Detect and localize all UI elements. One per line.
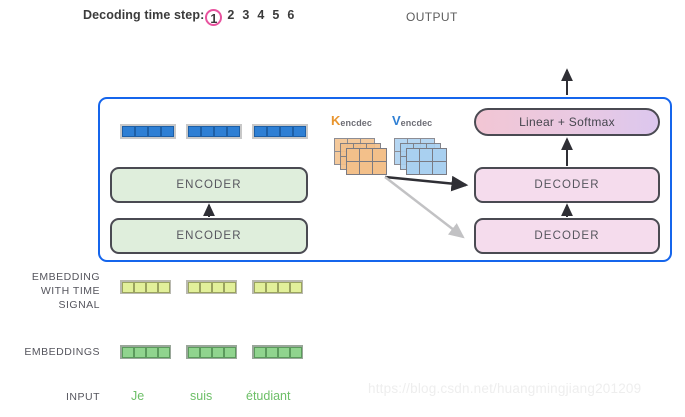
embedding-tokens-3 — [252, 345, 303, 359]
decoder-top-label: DECODER — [534, 179, 600, 191]
token-cell — [157, 346, 170, 358]
input-label: INPUT — [66, 391, 100, 403]
output-label: OUTPUT — [406, 10, 458, 24]
token-cell — [199, 346, 212, 358]
token-cell — [214, 126, 227, 137]
token-cell — [188, 126, 201, 137]
decoding-step-6: 6 — [287, 8, 295, 22]
token-cell — [133, 281, 146, 293]
token-cell — [148, 126, 161, 137]
embedding-tokens-2 — [186, 345, 237, 359]
token-cell — [289, 346, 302, 358]
decoding-step-4: 4 — [257, 8, 265, 22]
k-tensor-sheet — [346, 148, 387, 175]
encoder-top[interactable]: ENCODER — [110, 167, 308, 203]
token-cell — [253, 281, 266, 293]
v-encdec-label: Vencdec — [392, 113, 432, 128]
token-cell — [157, 281, 170, 293]
token-cell — [265, 346, 278, 358]
linear-softmax-box[interactable]: Linear + Softmax — [474, 108, 660, 136]
time-signal-label-line-1: EMBEDDING — [31, 271, 100, 283]
embeddings-label: EMBEDDINGS — [24, 346, 100, 358]
token-cell — [211, 346, 224, 358]
decoder-bottom[interactable]: DECODER — [474, 218, 660, 254]
token-cell — [227, 126, 240, 137]
decoding-step-5: 5 — [272, 8, 280, 22]
decoder-top[interactable]: DECODER — [474, 167, 660, 203]
token-cell — [211, 281, 224, 293]
watermark: https://blog.csdn.net/huangmingjiang2012… — [368, 381, 642, 396]
token-cell — [135, 126, 148, 137]
input-word-je: Je — [131, 389, 145, 403]
decoder-bottom-label: DECODER — [534, 230, 600, 242]
v-tensor-stack — [394, 138, 450, 178]
decoding-step-2: 2 — [227, 8, 235, 22]
token-cell — [265, 281, 278, 293]
token-cell — [122, 126, 135, 137]
k-subscript: encdec — [340, 118, 373, 128]
model-container — [98, 97, 672, 262]
encoder-bottom-label: ENCODER — [176, 230, 242, 242]
linear-softmax-label: Linear + Softmax — [519, 115, 615, 129]
token-cell — [280, 126, 293, 137]
encoder-output-tokens-3 — [252, 124, 308, 139]
v-tensor-sheet — [406, 148, 447, 175]
embedding-tokens-1 — [120, 345, 171, 359]
token-cell — [201, 126, 214, 137]
time-signal-tokens-1 — [120, 280, 171, 294]
token-cell — [121, 281, 134, 293]
arrow-kv-to-decoder-bottom — [384, 176, 465, 239]
k-letter: K — [331, 113, 341, 128]
token-cell — [267, 126, 280, 137]
token-cell — [253, 346, 266, 358]
token-cell — [133, 346, 146, 358]
v-letter: V — [392, 113, 401, 128]
encoder-output-tokens-1 — [120, 124, 176, 139]
time-signal-tokens-3 — [252, 280, 303, 294]
token-cell — [277, 346, 290, 358]
decoding-time-step-label: Decoding time step: — [83, 8, 205, 22]
token-cell — [254, 126, 267, 137]
embedding-with-time-signal-label: EMBEDDING WITH TIME SIGNAL — [4, 270, 100, 312]
token-cell — [223, 281, 236, 293]
v-subscript: encdec — [400, 118, 433, 128]
time-signal-label-line-3: SIGNAL — [58, 299, 100, 311]
encoder-bottom[interactable]: ENCODER — [110, 218, 308, 254]
token-cell — [223, 346, 236, 358]
token-cell — [161, 126, 174, 137]
token-cell — [199, 281, 212, 293]
token-cell — [187, 346, 200, 358]
token-cell — [121, 346, 134, 358]
time-signal-tokens-2 — [186, 280, 237, 294]
input-word-etudiant: étudiant — [246, 389, 291, 403]
input-word-suis: suis — [190, 389, 213, 403]
token-cell — [187, 281, 200, 293]
k-encdec-label: Kencdec — [331, 113, 372, 128]
decoding-step-current: 1 — [205, 9, 223, 26]
k-tensor-stack — [334, 138, 390, 178]
decoding-step-3: 3 — [242, 8, 250, 22]
arrow-kv-to-decoder-top — [384, 175, 469, 192]
encoder-top-label: ENCODER — [176, 179, 242, 191]
token-cell — [289, 281, 302, 293]
encoder-output-tokens-2 — [186, 124, 242, 139]
token-cell — [145, 281, 158, 293]
token-cell — [145, 346, 158, 358]
token-cell — [277, 281, 290, 293]
token-cell — [293, 126, 306, 137]
time-signal-label-line-2: WITH TIME — [40, 285, 100, 297]
